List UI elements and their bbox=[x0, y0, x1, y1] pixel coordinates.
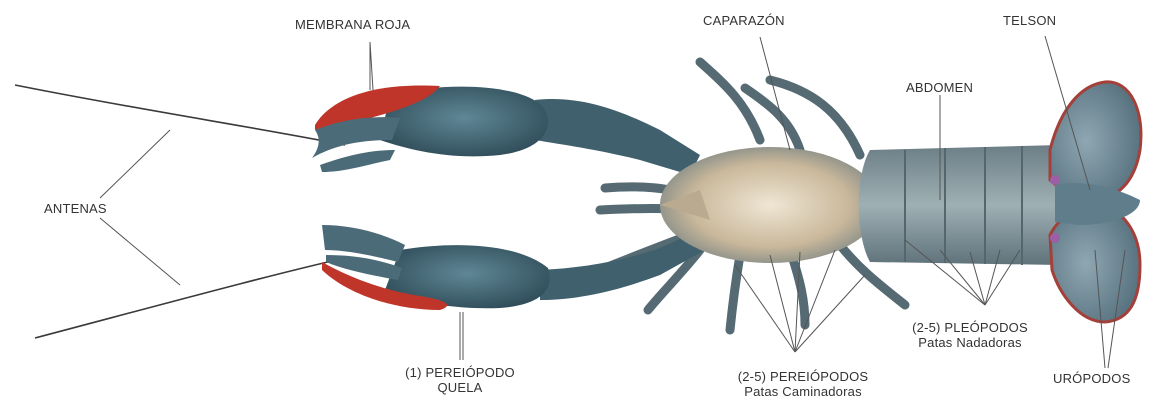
label-pleopodos-line1: (2-5) PLEÓPODOS bbox=[895, 320, 1045, 335]
label-telson: TELSON bbox=[1003, 13, 1056, 28]
label-pereiopodos-2-5-line1: (2-5) PEREIÓPODOS bbox=[713, 369, 893, 384]
label-abdomen: ABDOMEN bbox=[906, 80, 973, 95]
lower-arm bbox=[540, 232, 705, 300]
upper-arm bbox=[535, 99, 700, 175]
label-pereiopodos-2-5-line2: Patas Caminadoras bbox=[713, 384, 893, 399]
abdomen-body bbox=[859, 145, 1073, 265]
antenna-lower bbox=[35, 258, 345, 338]
label-caparazon: CAPARAZÓN bbox=[703, 13, 785, 28]
label-pereiopodo-1: (1) PEREIÓPODO QUELA bbox=[390, 365, 530, 395]
upper-claw bbox=[312, 85, 548, 172]
antenna-upper bbox=[15, 85, 345, 145]
label-membrana-roja: MEMBRANA ROJA bbox=[295, 17, 410, 32]
lower-claw bbox=[322, 225, 550, 310]
tail-fan bbox=[1050, 82, 1141, 322]
label-antenas: ANTENAS bbox=[44, 201, 107, 216]
label-pereiopodo-1-line2: QUELA bbox=[390, 380, 530, 395]
label-uropodos: URÓPODOS bbox=[1053, 371, 1130, 386]
label-pereiopodo-1-line1: (1) PEREIÓPODO bbox=[390, 365, 530, 380]
label-pleopodos-line2: Patas Nadadoras bbox=[895, 335, 1045, 350]
label-pleopodos: (2-5) PLEÓPODOS Patas Nadadoras bbox=[895, 320, 1045, 350]
label-pereiopodos-2-5: (2-5) PEREIÓPODOS Patas Caminadoras bbox=[713, 369, 893, 399]
